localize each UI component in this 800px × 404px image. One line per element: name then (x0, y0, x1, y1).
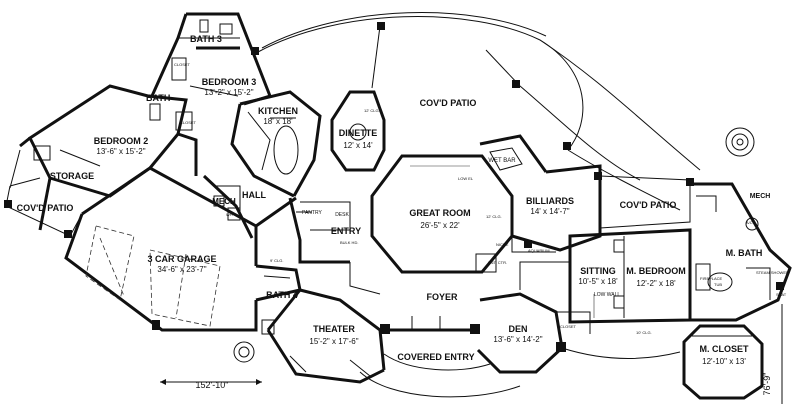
bedroom2-label: BEDROOM 2 (94, 136, 149, 146)
great-room-dims: 26'-5" x 22' (420, 221, 460, 230)
m-bedroom-label: M. BEDROOM (626, 266, 686, 276)
sitting-label: SITTING (580, 266, 616, 276)
master-closet (682, 324, 764, 400)
pantry-label: PANTRY (302, 210, 322, 216)
billiards-label: BILLIARDS (526, 196, 574, 206)
clg-note-dinette: 12' CLG. (364, 108, 380, 113)
aquarium-note: AQUARIUM (528, 248, 550, 253)
clg-note-garage: 9' CLG. (270, 258, 283, 263)
clg-note-great: 12' CLG. (486, 214, 502, 219)
tree-symbol-top (725, 127, 755, 157)
front-right-arc (561, 149, 681, 359)
width-dimension-line (160, 379, 262, 385)
bath-label: BATH (146, 93, 170, 103)
kitchen-dims: 18' x 18' (263, 117, 293, 126)
bath3-label: BATH 3 (190, 34, 222, 44)
storage-label: STORAGE (50, 171, 94, 181)
great-room-area (370, 154, 514, 274)
bedroom3-label: BEDROOM 3 (202, 77, 257, 87)
covered-entry-label: COVERED ENTRY (397, 352, 474, 362)
seat-note: SEAT (776, 292, 787, 297)
bulk-hd-note: BULK HD. (340, 240, 358, 245)
central-hall (177, 132, 351, 264)
front-area (255, 262, 480, 384)
width-dimension-label: 152'-10" (196, 380, 229, 390)
closet-note-den: CLOSET (560, 324, 577, 329)
master-suite (568, 228, 692, 324)
entry-label: ENTRY (331, 226, 361, 236)
covd-patio-top-label: COV'D PATIO (420, 98, 477, 108)
sitting-dims: 10'-5" x 18' (578, 277, 618, 286)
theater-dims: 15'-2" x 17'-6" (309, 337, 358, 346)
low-el-note: LOW EL (458, 176, 474, 181)
depth-dimension-label: 76'-9" (762, 373, 772, 396)
foyer-label: FOYER (426, 292, 458, 302)
bath4-label: BATH 4 (266, 290, 298, 300)
m-bedroom-dims: 12'-2" x 18' (636, 279, 676, 288)
bedroom2-dims: 13'-6" x 15'-2" (96, 147, 145, 156)
garage-label: 3 CAR GARAGE (147, 254, 216, 264)
m-closet-label: M. CLOSET (700, 344, 750, 354)
great-room-label: GREAT ROOM (409, 208, 470, 218)
right-patio (594, 172, 694, 229)
kitchen-area (230, 90, 322, 198)
dinette-label: DINETTE (339, 128, 378, 138)
steam-shower-note: STEAM SHOWER (756, 270, 789, 275)
niche-note: NICHE (496, 242, 509, 247)
garage-dims: 34'-6" x 23'-7" (157, 265, 206, 274)
garage-area (64, 166, 258, 332)
mech-left-label: MECH (212, 197, 236, 206)
closet-note-2: CLOSET (180, 120, 197, 125)
bedroom3-dims: 13'-2" x 15'-2" (204, 88, 253, 97)
den-area (476, 261, 591, 374)
dinette-dims: 12' x 14' (343, 141, 373, 150)
theater-label: THEATER (313, 324, 355, 334)
closet-note-1: CLOSET (174, 62, 191, 67)
ent-ctr-note: ENT. CTR. (488, 260, 507, 265)
dinette-area (330, 90, 386, 172)
rear-patio-arc (251, 12, 701, 181)
front-entry-arc (359, 353, 521, 398)
master-bath (690, 182, 792, 322)
wh-note: WH (226, 212, 233, 217)
den-dims: 13'-6" x 14'-2" (493, 335, 542, 344)
wet-bar-label: WET BAR (488, 158, 516, 164)
m-closet-dims: 12'-10" x 13' (702, 357, 746, 366)
desk-label: DESK (335, 212, 349, 218)
kitchen-label: KITCHEN (258, 106, 298, 116)
ac-note: A/C (746, 220, 753, 225)
billiards-dims: 14' x 14'-7" (530, 207, 569, 216)
bedroom3-wing (147, 12, 272, 135)
m-bath-label: M. BATH (726, 248, 763, 258)
mech-right-label: MECH (750, 193, 771, 200)
low-wall-note: LOW WALL (594, 292, 620, 298)
tree-symbol-bottom (233, 341, 255, 363)
left-patio (4, 177, 83, 238)
fireplace-note: FIREPLACE (700, 276, 723, 281)
hall-label: HALL (242, 190, 266, 200)
tub-note: TUB (714, 282, 722, 287)
den-label: DEN (508, 324, 527, 334)
clg-note-master: 10' CLG. (636, 330, 652, 335)
covd-patio-left-label: COV'D PATIO (17, 203, 74, 213)
covd-patio-right-label: COV'D PATIO (620, 200, 677, 210)
